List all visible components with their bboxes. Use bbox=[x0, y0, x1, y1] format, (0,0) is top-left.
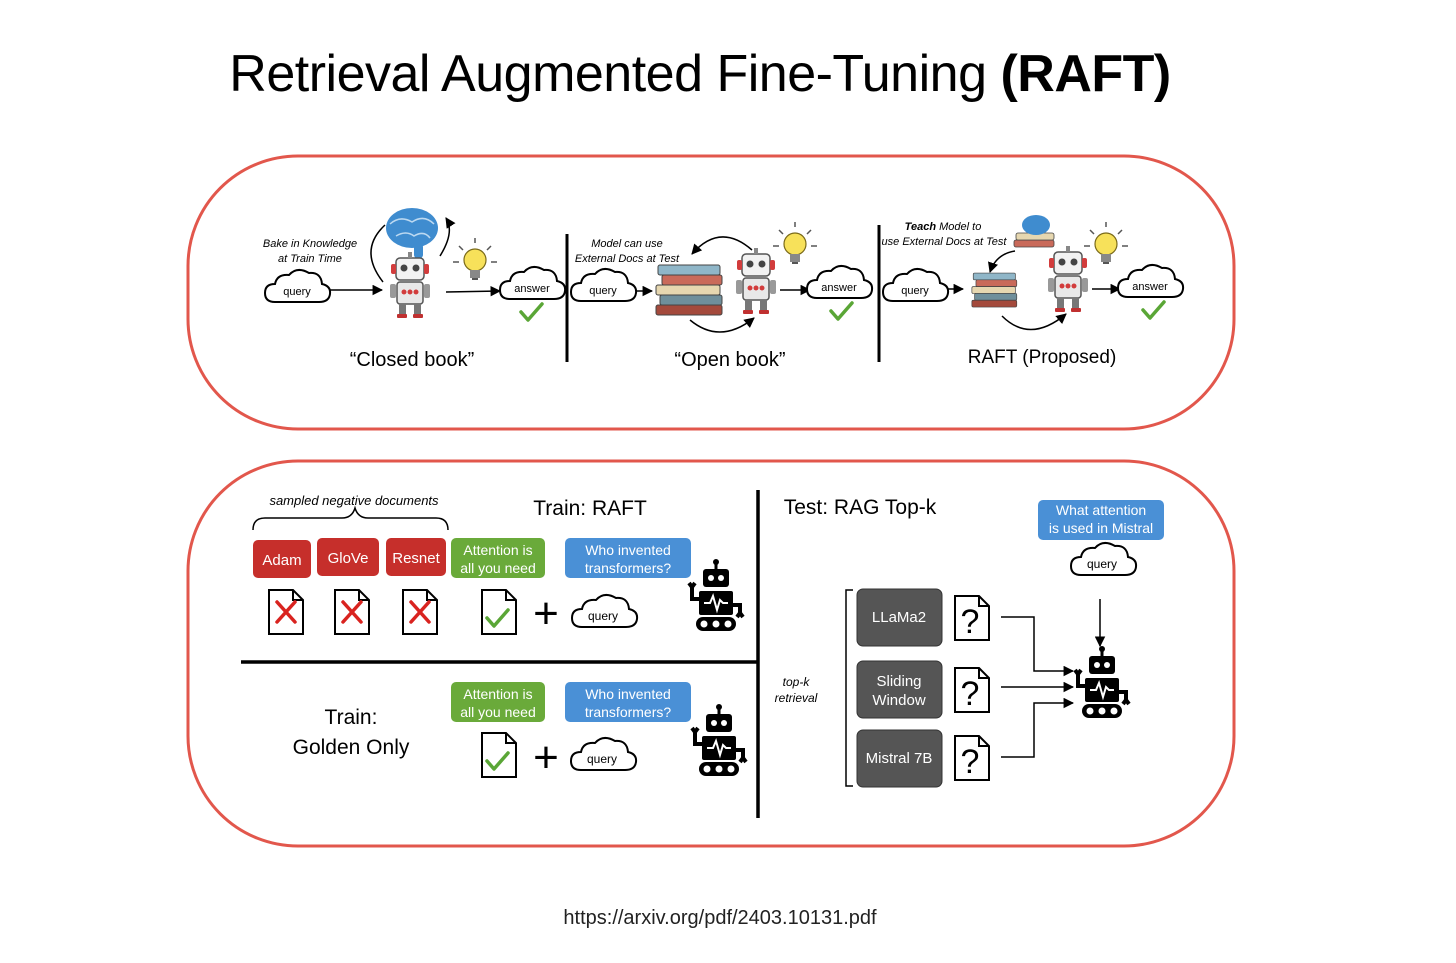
golden-heading-line-1: Train: bbox=[325, 706, 378, 729]
closed-book-arrow-out bbox=[439, 217, 456, 257]
question-line-1: Who invented bbox=[585, 686, 671, 702]
raft-query: query bbox=[901, 285, 929, 297]
open-book-section: Model can use External Docs at Test quer… bbox=[570, 221, 874, 371]
train-raft-section: sampled negative documents Train: RAFT A… bbox=[252, 493, 745, 638]
test-rag-section: Test: RAG Top-k What attention is used i… bbox=[775, 496, 1164, 788]
retrieved-doc-box bbox=[856, 588, 943, 647]
train-raft-query: query bbox=[588, 609, 618, 623]
closed-book-note-2: at Train Time bbox=[278, 253, 342, 265]
golden-heading-line-2: Golden Only bbox=[293, 736, 410, 759]
retrieval-bracket bbox=[845, 589, 853, 787]
retrieved-doc-label: Mistral 7B bbox=[866, 750, 933, 767]
question-line-2: transformers? bbox=[585, 704, 672, 720]
raft-note-2: use External Docs at Test bbox=[882, 236, 1008, 248]
test-heading: Test: RAG Top-k bbox=[784, 496, 937, 519]
plus-icon: + bbox=[533, 589, 559, 638]
books-icon bbox=[655, 264, 723, 316]
brain-icon bbox=[386, 208, 438, 258]
question-chip bbox=[565, 682, 691, 722]
open-book-answer: answer bbox=[821, 282, 857, 294]
golden-doc-line-2: all you need bbox=[460, 704, 536, 720]
page-title: Retrieval Augmented Fine-Tuning (RAFT) bbox=[0, 44, 1400, 104]
brain-books-icon bbox=[1013, 215, 1055, 248]
cross-icon bbox=[275, 600, 297, 624]
golden-doc-chip bbox=[451, 538, 545, 578]
test-query: query bbox=[1087, 557, 1117, 571]
question-chip bbox=[1038, 500, 1164, 540]
question-line-1: Who invented bbox=[585, 542, 671, 558]
negative-doc-chip bbox=[386, 538, 446, 576]
negative-doc-chip bbox=[253, 540, 311, 578]
negative-doc-label: GloVe bbox=[328, 550, 369, 567]
open-book-caption: “Open book” bbox=[674, 349, 785, 371]
golden-doc-line-2: all you need bbox=[460, 560, 536, 576]
negatives-brace-label: sampled negative documents bbox=[269, 493, 439, 508]
retrieved-doc-label: LLaMa2 bbox=[872, 609, 926, 626]
closed-book-arrow-up bbox=[370, 224, 386, 283]
open-book-note-2: External Docs at Test bbox=[575, 253, 680, 265]
raft-arrow-bottom bbox=[1001, 313, 1067, 331]
open-book-arrow-bottom bbox=[689, 317, 755, 333]
document-icon bbox=[481, 589, 517, 635]
document-icon bbox=[481, 732, 517, 778]
closed-book-note-1: Bake in Knowledge bbox=[263, 238, 357, 250]
cross-icon bbox=[341, 600, 363, 624]
raft-note-1: Teach Model to bbox=[905, 221, 982, 233]
question-mark-icon: ? bbox=[961, 675, 980, 713]
brace bbox=[252, 505, 449, 531]
source-link[interactable]: https://arxiv.org/pdf/2403.10131.pdf bbox=[563, 907, 877, 929]
negative-doc-chip bbox=[317, 538, 379, 576]
open-book-arrow-top bbox=[691, 236, 753, 255]
retrieved-doc-box bbox=[856, 660, 943, 719]
plus-icon: + bbox=[533, 733, 559, 782]
raft-section: Teach Model to use External Docs at Test… bbox=[882, 215, 1185, 368]
retrieval-label-1: top-k bbox=[783, 675, 811, 689]
test-question-line-2: is used in Mistral bbox=[1049, 520, 1153, 536]
closed-book-query: query bbox=[283, 286, 311, 298]
golden-doc-line-1: Attention is bbox=[463, 542, 532, 558]
raft-arrow-top bbox=[988, 250, 1016, 273]
question-chip bbox=[565, 538, 691, 578]
test-question-line-1: What attention bbox=[1056, 502, 1146, 518]
retrieved-doc-label: Sliding bbox=[876, 673, 921, 690]
doc-arrow bbox=[1001, 616, 1075, 677]
question-mark-icon: ? bbox=[961, 603, 980, 641]
negative-doc-label: Adam bbox=[262, 552, 301, 569]
raft-note-bold: Teach bbox=[905, 221, 937, 233]
title-bold: (RAFT) bbox=[1000, 45, 1171, 103]
train-raft-heading: Train: RAFT bbox=[533, 497, 647, 520]
golden-doc-line-1: Attention is bbox=[463, 686, 532, 702]
open-book-query: query bbox=[589, 285, 617, 297]
cross-icon bbox=[409, 600, 431, 624]
closed-book-caption: “Closed book” bbox=[350, 349, 475, 371]
train-golden-section: Train: Golden Only Attention is all you … bbox=[293, 682, 748, 782]
raft-answer: answer bbox=[1132, 281, 1168, 293]
negative-doc-label: Resnet bbox=[392, 550, 440, 567]
raft-caption: RAFT (Proposed) bbox=[968, 347, 1117, 368]
closed-book-answer: answer bbox=[514, 283, 550, 295]
train-golden-query: query bbox=[587, 752, 617, 766]
closed-book-arrow-2 bbox=[445, 285, 502, 297]
golden-doc-chip bbox=[451, 682, 545, 722]
books-icon bbox=[971, 272, 1018, 308]
doc-arrow bbox=[1001, 697, 1075, 758]
closed-book-section: Bake in Knowledge at Train Time query an… bbox=[263, 208, 567, 371]
question-line-2: transformers? bbox=[585, 560, 672, 576]
open-book-note-1: Model can use bbox=[591, 238, 663, 250]
raft-note-rest: Model to bbox=[936, 221, 981, 233]
retrieved-doc-label: Window bbox=[872, 692, 926, 709]
retrieval-label-2: retrieval bbox=[775, 691, 818, 705]
question-mark-icon: ? bbox=[961, 743, 980, 781]
retrieved-doc-box bbox=[856, 729, 943, 788]
title-main: Retrieval Augmented Fine-Tuning bbox=[229, 45, 1001, 103]
